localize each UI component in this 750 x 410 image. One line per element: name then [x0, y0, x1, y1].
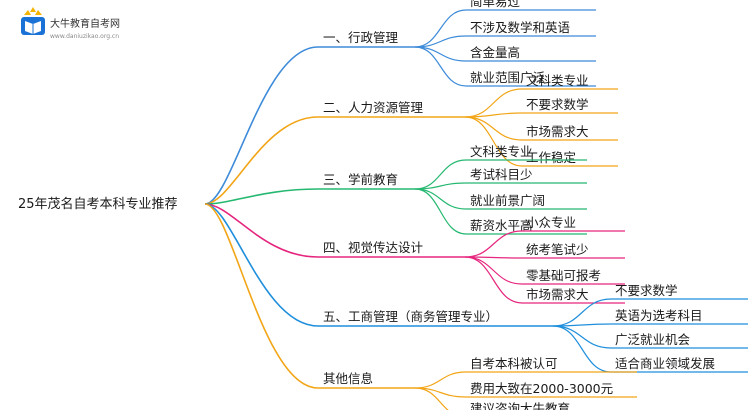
child-label: 不要求数学: [615, 283, 678, 298]
branch-connector: [204, 46, 319, 205]
logo-title: 大牛教育自考网: [50, 17, 120, 30]
child-connector: [552, 298, 612, 327]
child-connector: [414, 188, 467, 210]
child-label: 简单易过: [470, 0, 521, 9]
logo-emblem-icon: [21, 7, 45, 35]
child-label: 统考笔试少: [526, 242, 589, 257]
child-label: 适合商业领域发展: [615, 356, 715, 371]
child-label: 不要求数学: [526, 97, 589, 112]
child-connector: [464, 256, 523, 304]
branch-connector: [204, 203, 319, 327]
child-connector: [414, 9, 467, 48]
child-label: 英语为选考科目: [615, 308, 703, 323]
child-connector: [414, 188, 467, 235]
child-label: 小众专业: [526, 215, 576, 230]
child-connector: [464, 116, 523, 167]
child-label: 考试科目少: [470, 167, 533, 182]
child-label: 就业前景广阔: [470, 193, 545, 208]
branch-label: 三、学前教育: [323, 172, 398, 187]
root-topic: 25年茂名自考本科专业推荐: [18, 196, 178, 212]
child-label: 广泛就业机会: [615, 332, 691, 347]
child-connector: [552, 325, 612, 373]
child-label: 文科类专业: [470, 144, 533, 159]
child-label: 零基础可报考: [526, 268, 601, 283]
branch-connector: [204, 116, 319, 205]
child-label: 市场需求大: [526, 124, 589, 139]
child-label: 文科类专业: [526, 73, 589, 88]
branch-label: 四、视觉传达设计: [323, 240, 423, 255]
child-connector: [414, 387, 449, 410]
logo: 大牛教育自考网 www.daniuzikao.org.cn: [21, 7, 120, 40]
child-label: 建议咨询大牛教育: [470, 401, 570, 410]
child-label: 工作稳定: [526, 150, 576, 165]
child-label: 不涉及数学和英语: [470, 20, 570, 35]
child-label: 费用大致在2000-3000元: [470, 381, 613, 396]
child-connector: [414, 46, 467, 87]
child-label: 自考本科被认可: [470, 356, 558, 371]
child-connector: [414, 46, 467, 62]
branch-label: 二、人力资源管理: [323, 100, 424, 115]
branch-connector: [204, 203, 319, 258]
branch-label: 五、工商管理（商务管理专业）: [323, 309, 498, 324]
child-connector: [552, 325, 612, 349]
branch-connector: [204, 203, 319, 389]
child-label: 就业范围广泛: [470, 70, 546, 85]
child-connector: [464, 88, 523, 118]
child-label: 市场需求大: [526, 287, 589, 302]
child-connector: [414, 371, 467, 389]
child-label: 含金量高: [470, 45, 520, 60]
logo-url: www.daniuzikao.org.cn: [50, 33, 119, 40]
child-connector: [464, 230, 523, 258]
branch-label: 其他信息: [323, 371, 373, 386]
child-connector: [414, 159, 467, 190]
child-connector: [464, 112, 523, 118]
branch-connector: [204, 188, 319, 205]
branch-label: 一、行政管理: [323, 30, 399, 45]
child-label: 薪资水平高: [470, 218, 533, 233]
child-connector: [464, 116, 523, 141]
